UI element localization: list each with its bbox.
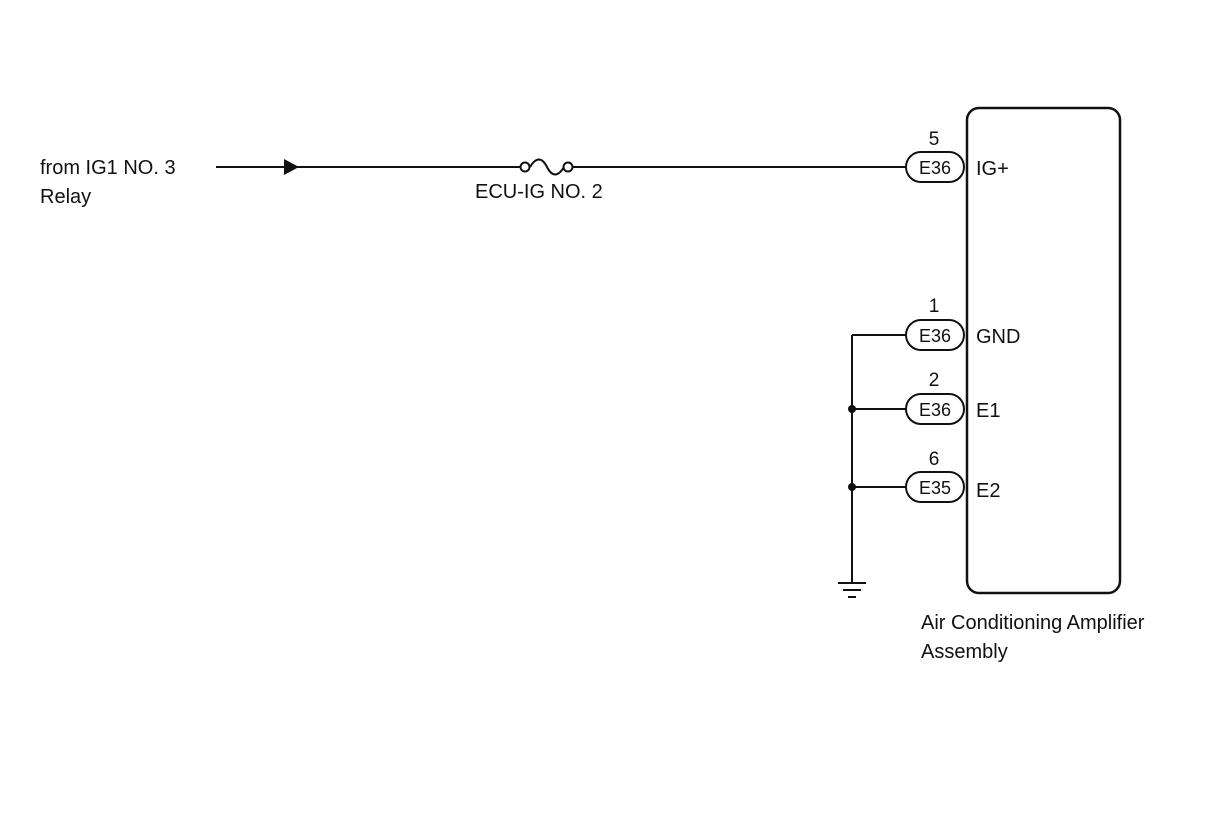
ground-icon bbox=[838, 582, 866, 598]
component-label-line2: Assembly bbox=[921, 641, 1008, 663]
connector-code: E36 bbox=[919, 326, 951, 346]
pin-number: 5 bbox=[929, 129, 940, 150]
component-box bbox=[965, 106, 1122, 595]
connector-tag bbox=[905, 319, 965, 351]
fuse-icon bbox=[519, 158, 574, 176]
connector-tag bbox=[905, 471, 965, 503]
connector-tag bbox=[905, 151, 965, 183]
connector-pin-1: 1 E36 GND bbox=[905, 296, 1020, 351]
connector-pin-2: 2 E36 E1 bbox=[905, 370, 1000, 425]
connector-tag bbox=[905, 393, 965, 425]
connector-code: E36 bbox=[919, 400, 951, 420]
terminal-label: IG+ bbox=[976, 158, 1009, 180]
pin-number: 1 bbox=[929, 296, 940, 317]
junction-dot-e2 bbox=[848, 483, 856, 491]
component-label-line1: Air Conditioning Amplifier bbox=[921, 612, 1145, 634]
terminal-label: E1 bbox=[976, 400, 1000, 422]
source-label-line1: from IG1 NO. 3 bbox=[40, 157, 176, 179]
pin-number: 2 bbox=[929, 370, 940, 391]
pin-number: 6 bbox=[929, 449, 940, 470]
connector-pin-5: 5 E36 IG+ bbox=[905, 129, 1009, 183]
connector-pin-6: 6 E35 E2 bbox=[905, 449, 1000, 503]
connector-code: E35 bbox=[919, 478, 951, 498]
junction-dot-e1 bbox=[848, 405, 856, 413]
connector-code: E36 bbox=[919, 158, 951, 178]
terminal-label: GND bbox=[976, 326, 1020, 348]
fuse-label: ECU-IG NO. 2 bbox=[475, 181, 603, 203]
source-label-line2: Relay bbox=[40, 186, 91, 208]
terminal-label: E2 bbox=[976, 480, 1000, 502]
signal-arrow-icon bbox=[284, 159, 299, 175]
